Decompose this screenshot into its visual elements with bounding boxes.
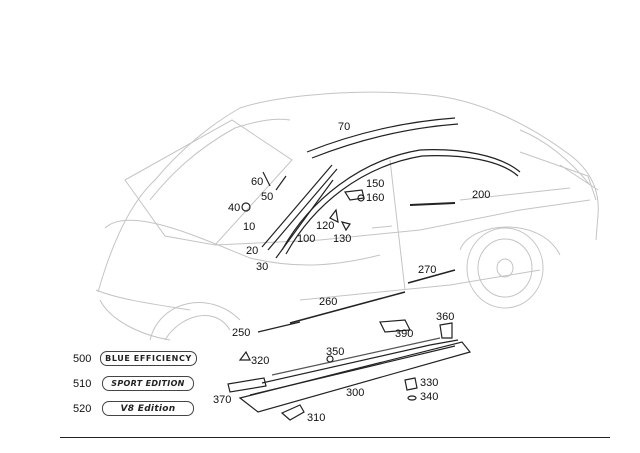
clip-370	[227, 377, 267, 393]
moulding-270	[407, 269, 456, 284]
callout-130: 130	[333, 233, 352, 245]
callout-310: 310	[307, 412, 326, 424]
part-60	[262, 171, 271, 187]
callout-500: 500	[73, 353, 92, 365]
callout-370: 370	[213, 394, 232, 406]
clip-330	[404, 377, 418, 391]
car-outline	[95, 91, 599, 341]
callout-270: 270	[418, 264, 437, 276]
callout-20: 20	[246, 245, 259, 257]
callout-200: 200	[472, 189, 491, 201]
callout-60: 60	[251, 176, 264, 188]
bottom-divider	[60, 437, 610, 438]
moulding-260	[289, 291, 406, 324]
callout-40: 40	[228, 202, 241, 214]
clip-320	[238, 350, 251, 361]
badge-sport-edition: SPORT EDITION	[102, 376, 194, 391]
callout-10: 10	[243, 221, 256, 233]
callout-150: 150	[366, 178, 385, 190]
bracket-390	[379, 319, 411, 333]
part-40	[241, 202, 251, 212]
a-pillar-strip-10	[261, 164, 333, 248]
callout-160: 160	[366, 192, 385, 204]
callout-520: 520	[73, 403, 92, 415]
callout-330: 330	[420, 377, 439, 389]
callout-390: 390	[395, 328, 414, 340]
part-50	[275, 175, 287, 191]
callout-300: 300	[346, 387, 365, 399]
roof-strip-70	[306, 117, 456, 153]
badge-blue-efficiency: BLUE EFFICIENCY	[100, 351, 197, 366]
callout-120: 120	[316, 220, 335, 232]
callout-50: 50	[261, 191, 274, 203]
callout-70: 70	[338, 121, 351, 133]
part-120	[329, 208, 339, 224]
part-130	[340, 221, 351, 232]
callout-350: 350	[326, 346, 345, 358]
callout-510: 510	[73, 378, 92, 390]
callout-320: 320	[251, 355, 270, 367]
callout-360: 360	[436, 311, 455, 323]
callout-100: 100	[297, 233, 316, 245]
badge-v8-edition: V8 Edition	[102, 401, 194, 416]
sill-panel-300	[238, 341, 472, 413]
part-160	[357, 194, 365, 202]
moulding-250	[257, 321, 301, 333]
callout-250: 250	[232, 327, 251, 339]
bracket-360	[439, 322, 453, 339]
clip-340	[407, 395, 417, 401]
clip-350	[326, 355, 334, 363]
callout-30: 30	[256, 261, 269, 273]
callout-340: 340	[420, 391, 439, 403]
clip-310	[280, 404, 305, 421]
callout-260: 260	[319, 296, 338, 308]
parts	[227, 117, 521, 421]
belt-strip-200	[409, 202, 456, 206]
